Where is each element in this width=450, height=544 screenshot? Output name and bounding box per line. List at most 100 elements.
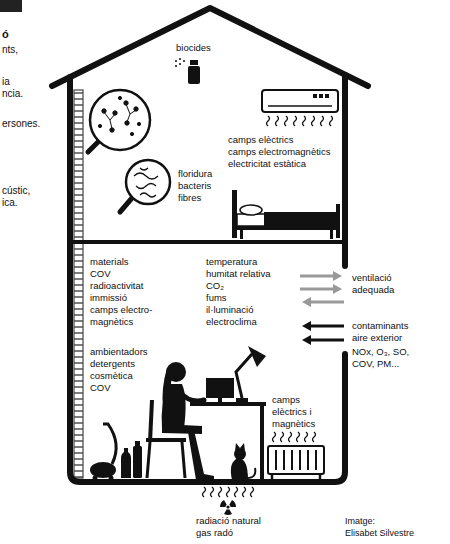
hazard-label: cosmètica	[90, 370, 133, 382]
screen-stand	[218, 398, 222, 402]
bed-pillow	[240, 205, 262, 215]
hazard-label: floridura	[178, 168, 212, 180]
mist-dot	[179, 58, 181, 60]
image-credit: Imatge:	[345, 515, 375, 527]
hazard-label: camps electromagnètics	[228, 146, 330, 158]
fibres	[134, 168, 158, 197]
spore	[118, 96, 121, 99]
magnifier-handle	[88, 141, 99, 152]
bed-base	[237, 226, 336, 230]
hazard-label: ambientadors	[90, 346, 148, 358]
hazard-label: COV	[90, 382, 111, 394]
radiation-symbol	[220, 500, 236, 515]
cropped-block	[0, 0, 22, 12]
chair-legs	[147, 442, 185, 478]
wave	[276, 116, 279, 126]
bottle-cap	[135, 441, 140, 446]
mould-spores	[98, 96, 140, 135]
pollutant-heading: contaminants aire exterior	[352, 320, 416, 344]
cropped-text: cústic,	[2, 185, 30, 197]
hazard-label: camps elèctrics	[228, 134, 293, 146]
roof-outline	[52, 8, 368, 86]
cropped-text: ica.	[2, 197, 18, 209]
arrow-head	[302, 335, 311, 345]
spray-bottle	[188, 66, 200, 84]
spore	[98, 124, 101, 127]
magnifier-handle	[120, 198, 132, 212]
cropped-text: ersones.	[2, 118, 40, 130]
ground-waves	[203, 487, 254, 497]
spore	[134, 107, 138, 111]
vacuum-hose	[103, 424, 116, 464]
cat-ears	[235, 443, 245, 451]
bed-leg	[330, 230, 333, 239]
trefoil-blade	[224, 509, 232, 515]
hazard-label: temperatura	[206, 256, 257, 268]
bed-blanket	[264, 212, 336, 226]
person-thigh	[162, 424, 202, 434]
wave	[313, 432, 316, 442]
wave	[203, 487, 206, 497]
mist-dot	[179, 63, 181, 65]
ac-light	[319, 94, 323, 98]
radiation-label: gas radó	[196, 527, 233, 539]
spore	[125, 121, 129, 125]
hazard-label: detergents	[90, 358, 135, 370]
hazard-label: immissió	[90, 292, 127, 304]
heater	[268, 446, 324, 474]
computer-screen	[206, 378, 234, 398]
hazard-label: materials	[90, 256, 129, 268]
vacuum-wheel	[109, 476, 114, 481]
wave	[330, 116, 333, 126]
hazard-label: radioactivitat	[90, 280, 143, 292]
hazard-label: biocides	[176, 42, 211, 54]
wave	[243, 487, 246, 497]
mould-magnifier	[90, 90, 150, 150]
wave	[285, 116, 288, 126]
lamp-arm	[236, 354, 252, 398]
heater-fins	[276, 450, 316, 470]
lamp-base	[236, 398, 248, 402]
wave	[267, 116, 270, 126]
bottle	[121, 448, 131, 478]
bed-leg	[240, 230, 243, 239]
arrow-shaft	[310, 325, 344, 328]
spore	[110, 128, 114, 132]
wave	[303, 116, 306, 126]
wave	[251, 487, 254, 497]
radiation-label: radiació natural	[196, 515, 261, 527]
hazard-label: bacteris	[178, 180, 211, 192]
desk-top	[190, 402, 266, 406]
person-leg	[188, 430, 214, 480]
heater-waves	[273, 432, 316, 442]
spray-nozzle	[190, 60, 198, 65]
wave	[235, 487, 238, 497]
desk-leg	[260, 406, 264, 480]
heater-feet	[272, 474, 320, 479]
cropped-text: ia	[2, 76, 10, 88]
cropped-text: nts,	[2, 44, 18, 56]
wave	[321, 116, 324, 126]
arrow-shaft	[310, 339, 344, 342]
hazard-label: CO₂	[206, 280, 224, 292]
mist-dot	[183, 60, 185, 62]
wall-outline	[70, 75, 345, 482]
wave	[289, 432, 292, 442]
wave	[297, 432, 300, 442]
wave	[312, 116, 315, 126]
mist-dot	[175, 65, 177, 67]
mist-dot	[175, 60, 177, 62]
wave	[294, 116, 297, 126]
hazard-label: COV	[90, 268, 111, 280]
hazard-label: electricitat estàtica	[228, 158, 306, 170]
ac-waves	[267, 116, 333, 126]
hazard-label: humitat relativa	[206, 268, 270, 280]
trefoil-centre	[226, 505, 229, 508]
bottle	[133, 446, 142, 478]
hazard-label: il·luminació	[206, 304, 254, 316]
hazard-label: fums	[206, 292, 227, 304]
hazard-label: electroclima	[206, 316, 257, 328]
wave	[211, 487, 214, 497]
